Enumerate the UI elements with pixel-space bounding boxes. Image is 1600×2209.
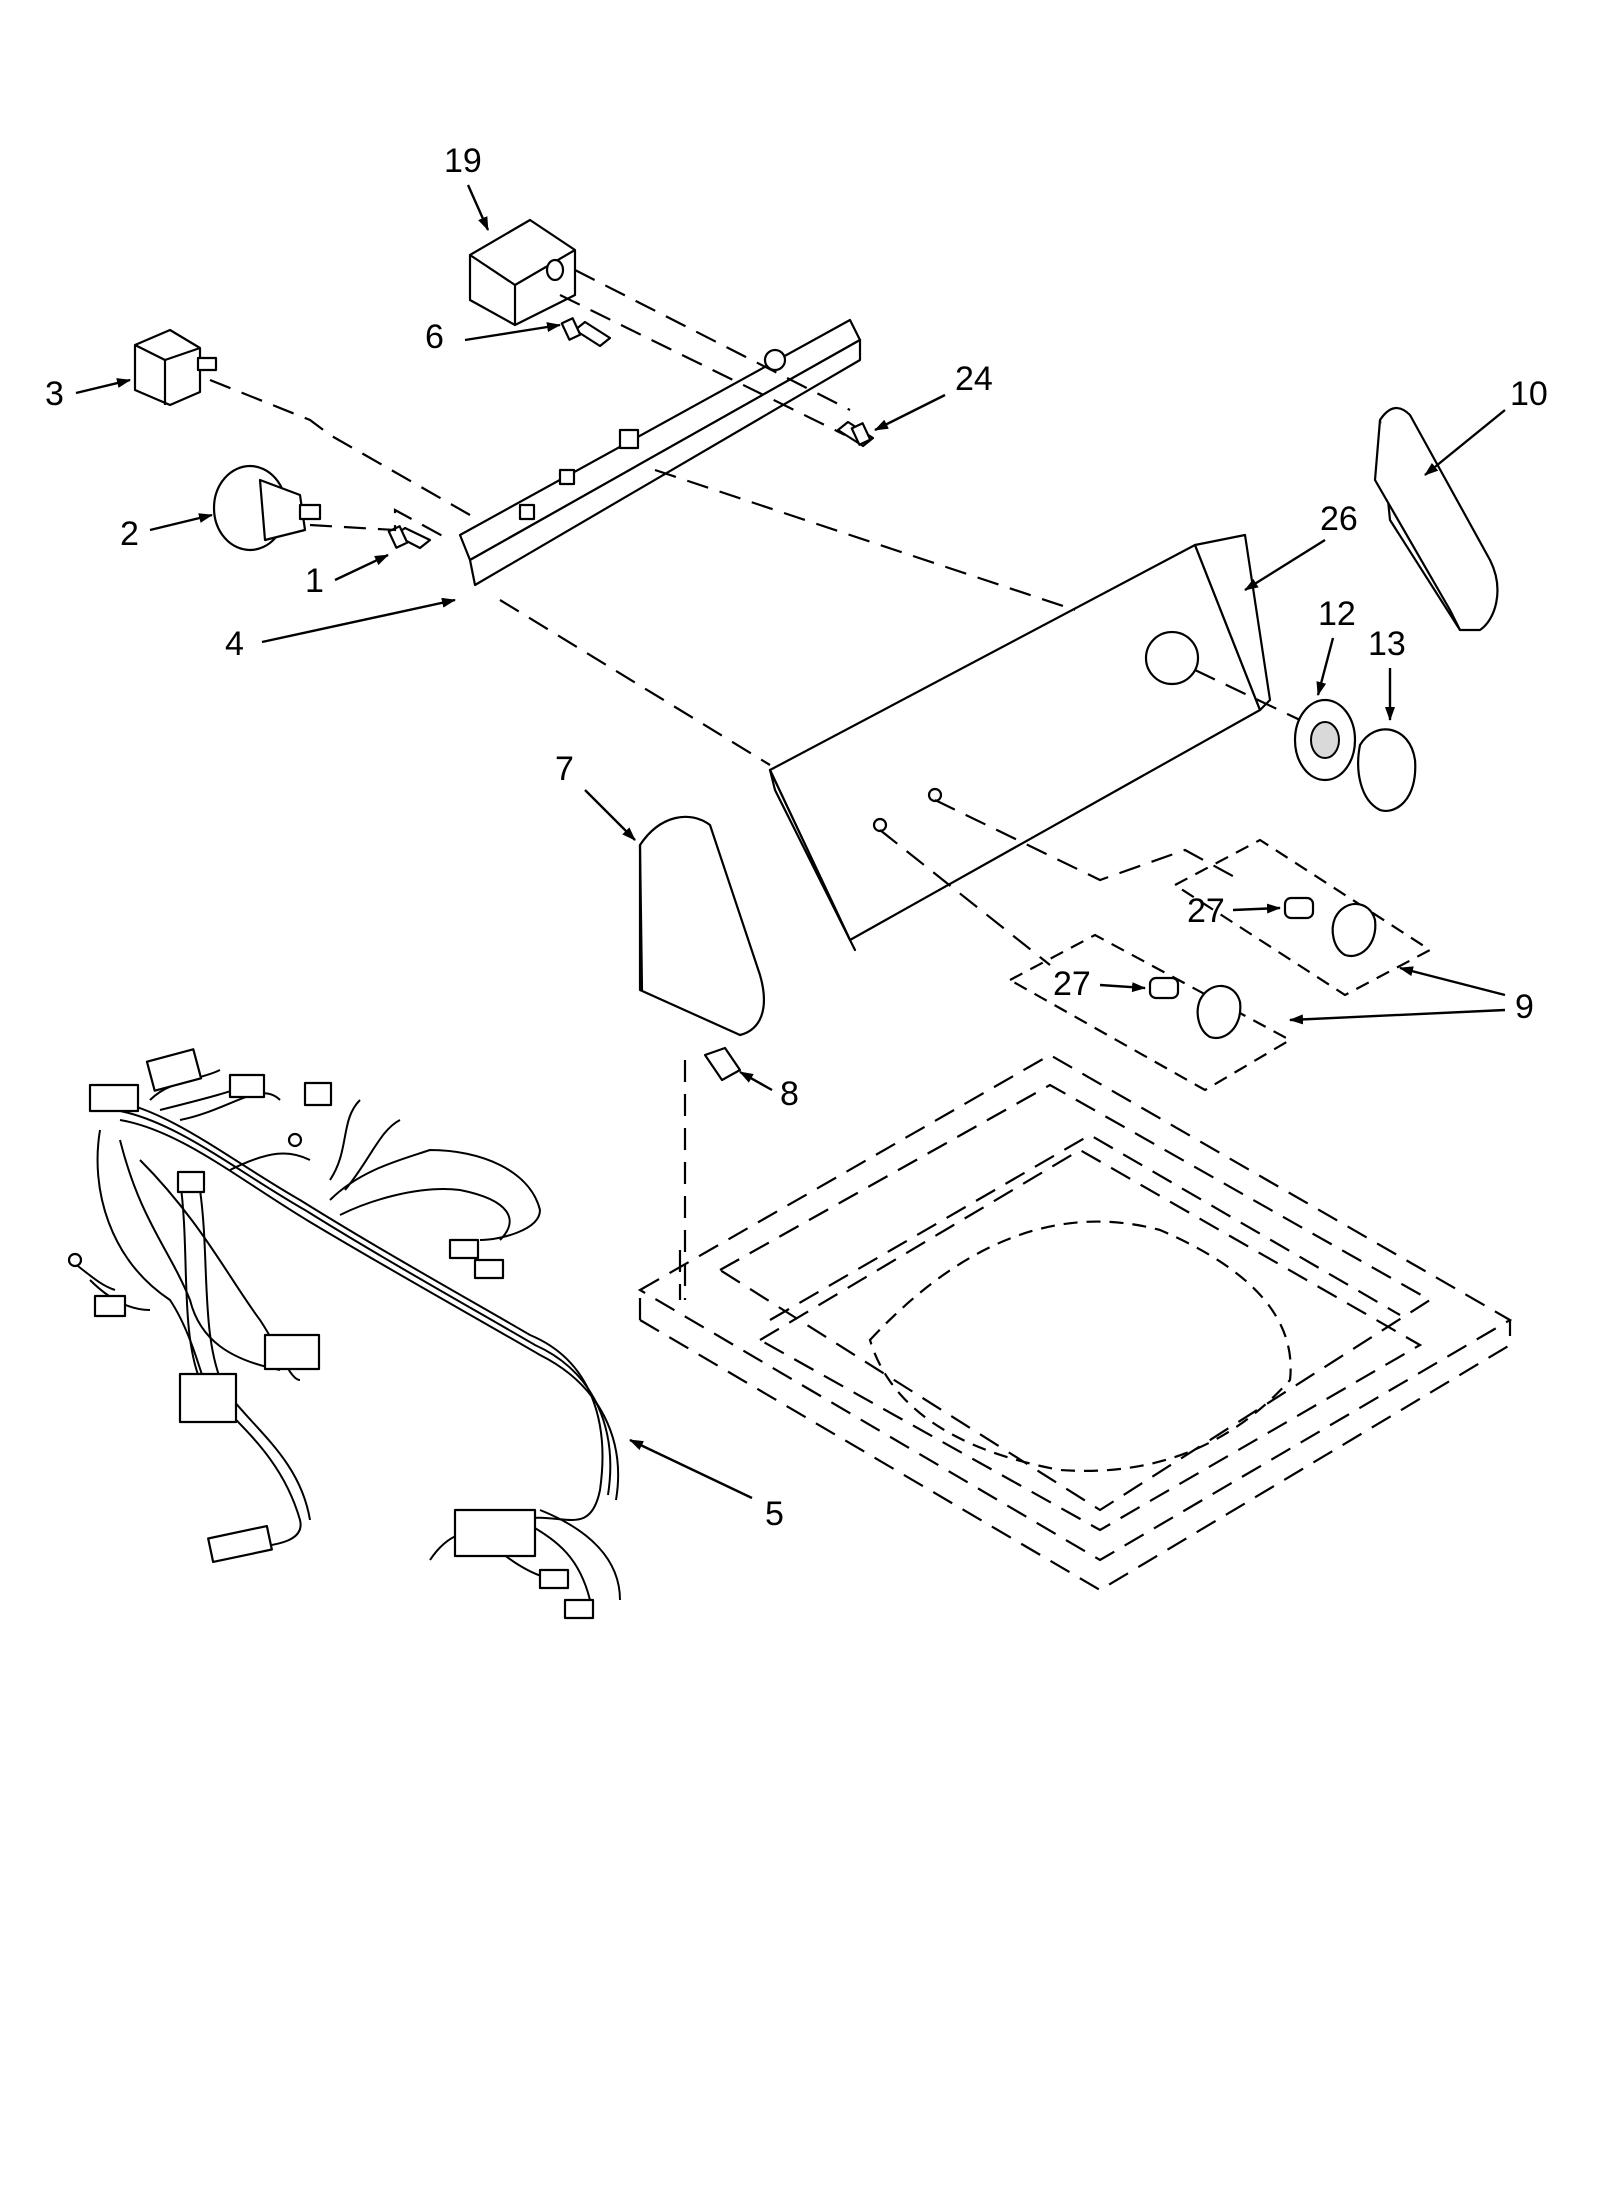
pressure-switch-part	[212, 464, 322, 552]
switch-part	[133, 328, 218, 407]
callout-2: 2	[120, 515, 139, 553]
callout-13: 13	[1368, 625, 1406, 663]
callout-3: 3	[45, 375, 64, 413]
callout-10: 10	[1510, 375, 1548, 413]
callout-27b: 27	[1053, 965, 1091, 1003]
control-console	[768, 533, 1272, 952]
callout-24: 24	[955, 360, 993, 398]
timer-part	[468, 218, 577, 327]
callouts: 19 6 3 24 10 26 2 1 4 12 13 7 27 27 9 8	[45, 142, 1548, 1533]
callout-27a: 27	[1187, 892, 1225, 930]
cabinet-top-outline	[637, 1053, 1513, 1592]
callout-8: 8	[780, 1075, 799, 1113]
callout-5: 5	[765, 1495, 784, 1533]
harness-connectors	[67, 1048, 595, 1620]
screw-1	[387, 525, 432, 550]
callout-26: 26	[1320, 500, 1358, 538]
callout-6: 6	[425, 318, 444, 356]
callout-7: 7	[555, 750, 574, 788]
knob-kits	[1007, 838, 1433, 1092]
callout-19: 19	[444, 142, 482, 180]
knob-assembly	[1293, 698, 1417, 812]
assembly-lines	[209, 269, 1301, 1300]
callout-9: 9	[1515, 988, 1534, 1026]
screws	[387, 317, 875, 550]
clip-part	[703, 1046, 742, 1082]
control-panel-bracket	[458, 318, 862, 587]
screw-6	[560, 317, 612, 348]
console-end-cap	[638, 815, 765, 1037]
screw-24	[836, 420, 875, 448]
wire-harness	[69, 1069, 621, 1601]
callout-1: 1	[305, 562, 324, 600]
callout-12: 12	[1318, 595, 1356, 633]
console-endcap-right	[1373, 407, 1499, 632]
callout-4: 4	[225, 625, 244, 663]
